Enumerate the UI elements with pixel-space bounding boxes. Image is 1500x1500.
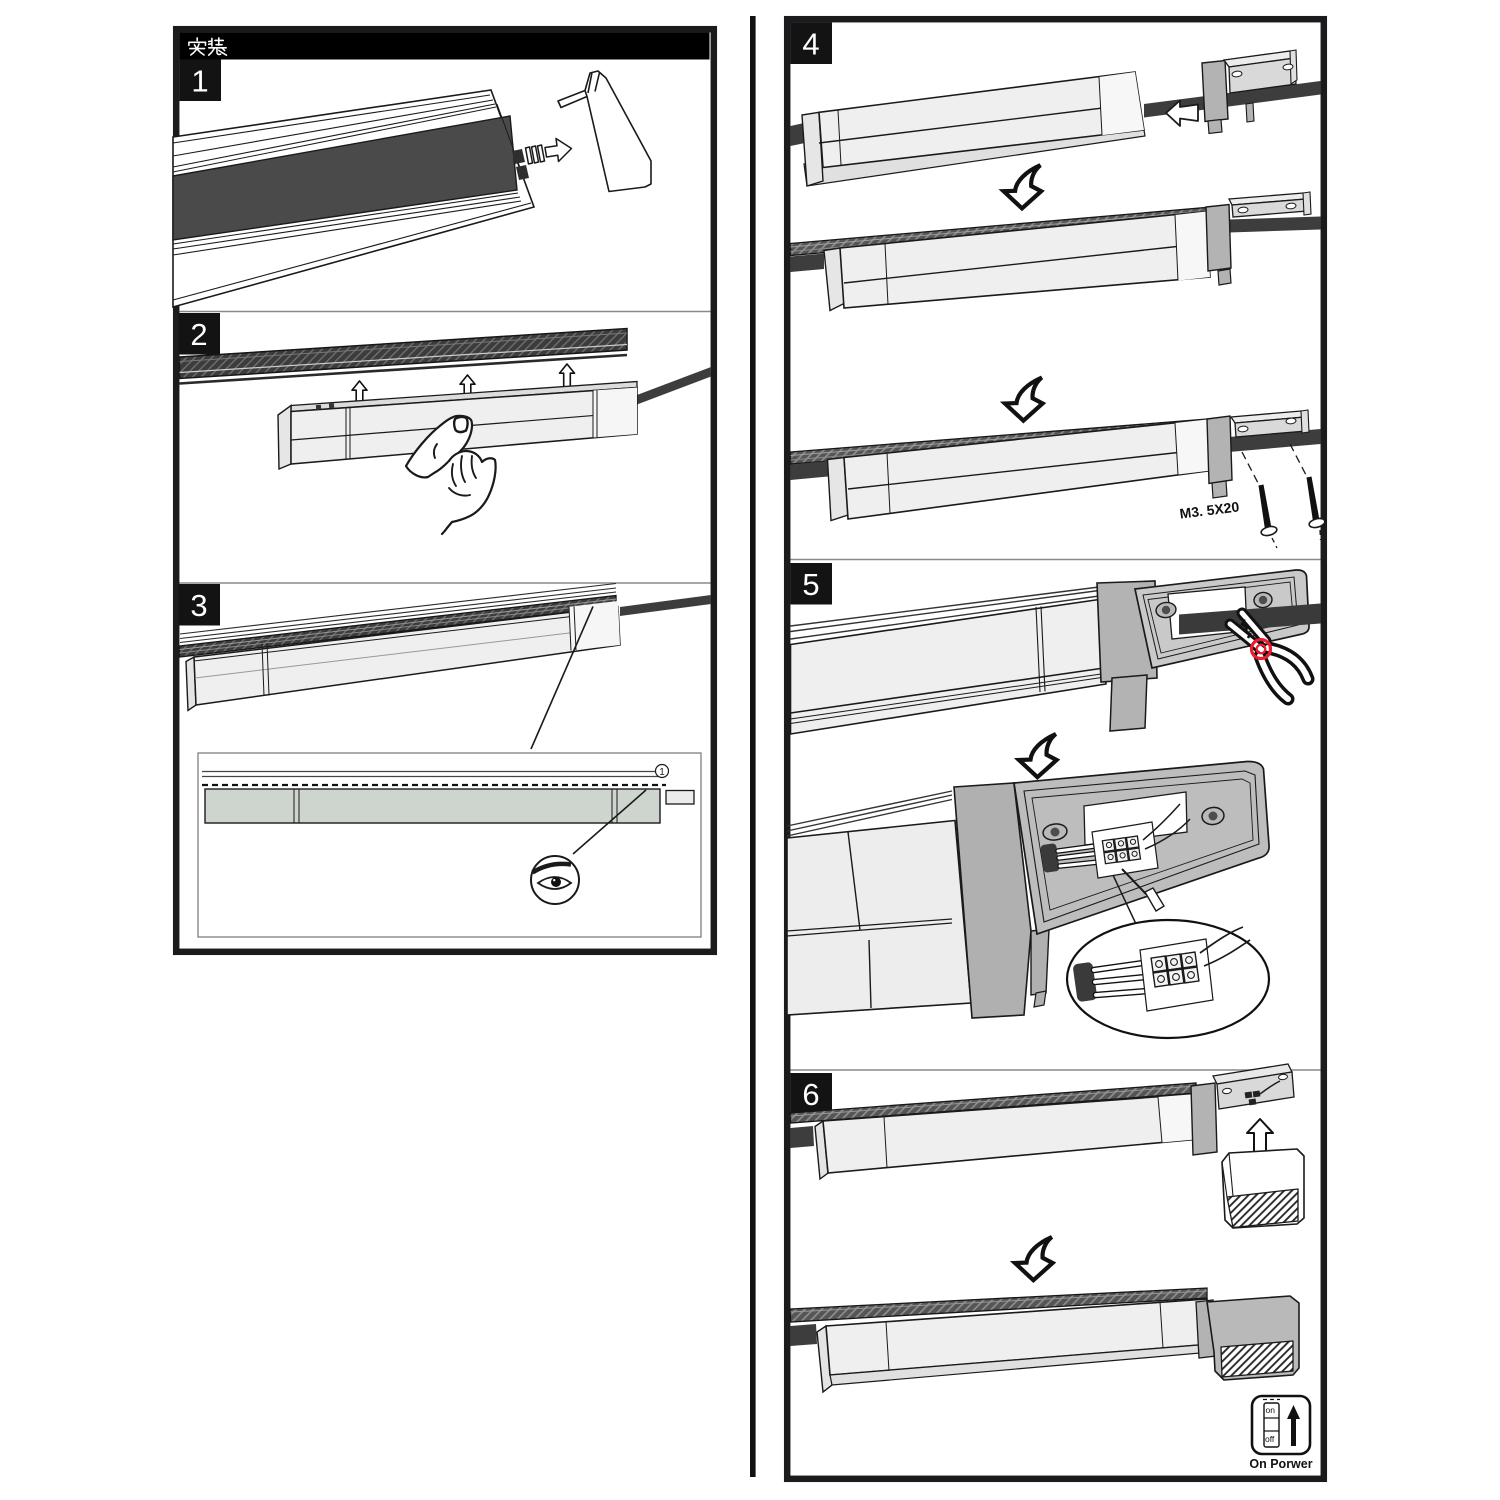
svg-text:2: 2 (190, 317, 207, 352)
svg-text:4: 4 (802, 27, 819, 62)
svg-text:off: off (1265, 1434, 1275, 1444)
svg-text:On Porwer: On Porwer (1249, 1457, 1312, 1471)
svg-text:1: 1 (191, 64, 208, 99)
svg-text:3: 3 (190, 588, 207, 623)
svg-text:M3. 5X20: M3. 5X20 (1179, 498, 1241, 521)
svg-text:5: 5 (802, 567, 819, 602)
svg-text:6: 6 (802, 1077, 819, 1112)
svg-text:1: 1 (659, 767, 665, 778)
svg-text:on: on (1266, 1405, 1276, 1415)
